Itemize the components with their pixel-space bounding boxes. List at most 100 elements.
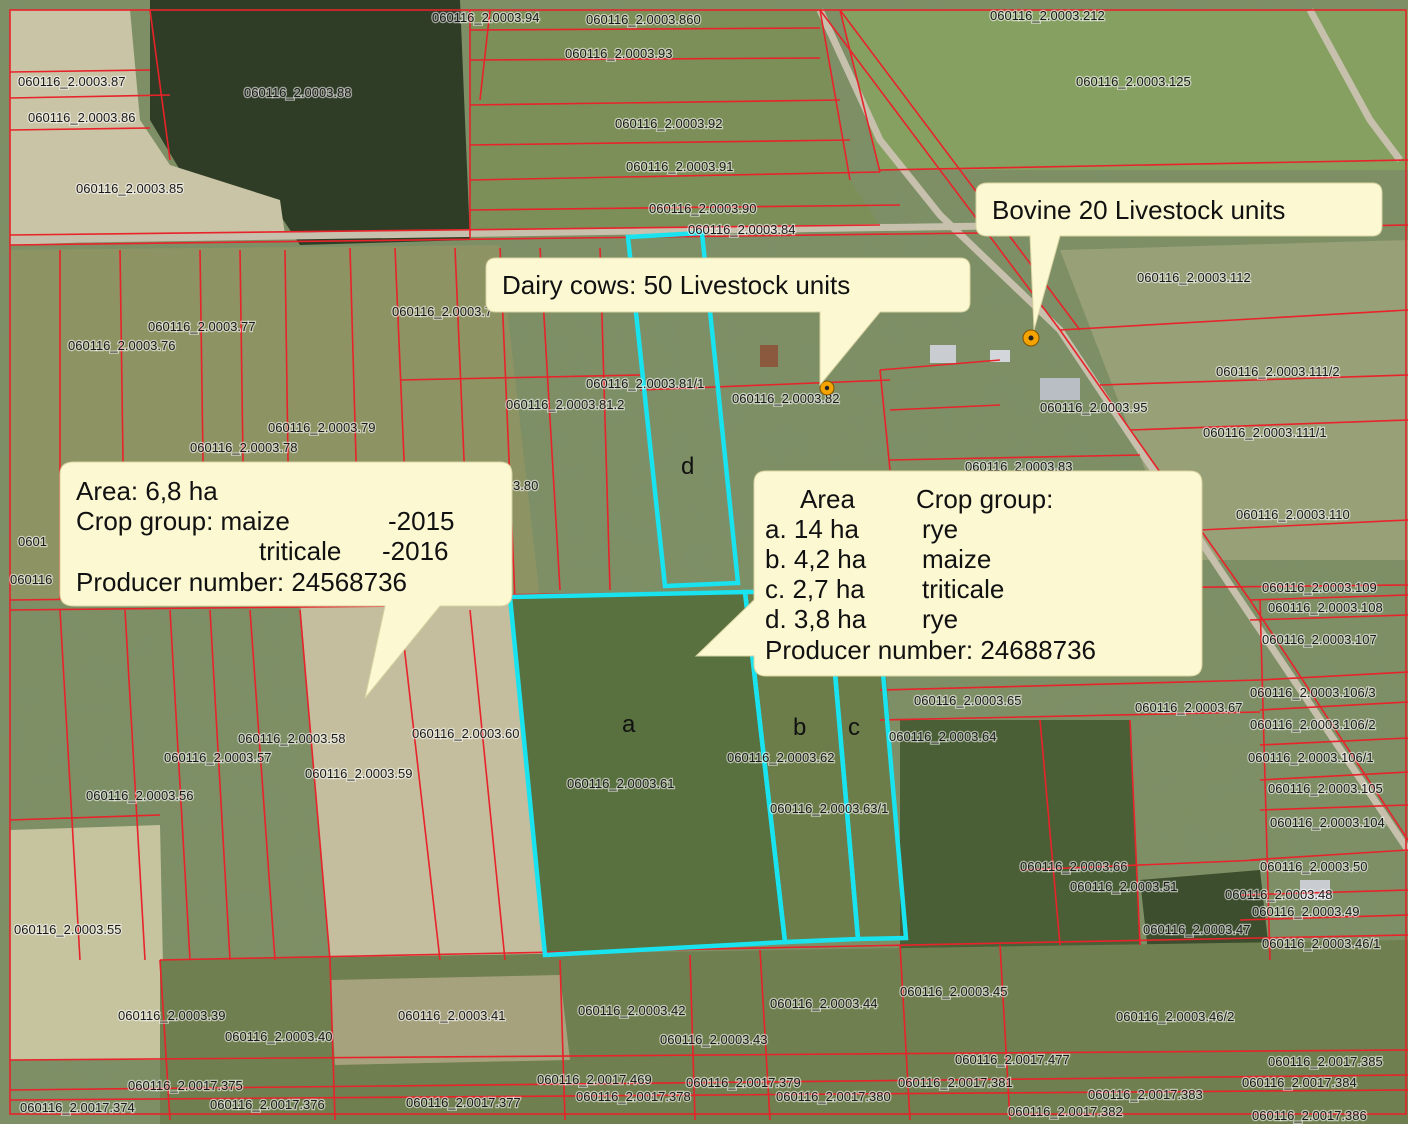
dairy-marker-icon[interactable] <box>819 380 835 396</box>
parcel-label: 060116_2.0017.381 <box>898 1075 1013 1090</box>
right-producer-number: Producer number: 24688736 <box>765 635 1096 665</box>
right-row-d-area: d. 3,8 ha <box>765 604 867 634</box>
parcel-label: 060116_2.0003.107 <box>1262 632 1377 647</box>
parcel-label: 060116_2.0003.106/3 <box>1250 685 1376 700</box>
parcel-label: 060116_2.0003.76 <box>68 338 175 353</box>
parcel-label: 060116_2.0003.41 <box>398 1008 505 1023</box>
field-letters: a b c d <box>622 453 860 741</box>
parcel-label: 060116_2.0003.86 <box>28 110 135 125</box>
parcel-label: 060116_2.0003.95 <box>1040 400 1147 415</box>
parcel-label: 060116_2.0003.111/1 <box>1203 425 1327 440</box>
right-row-c-area: c. 2,7 ha <box>765 574 865 604</box>
right-header-crop: Crop group: <box>916 484 1053 514</box>
parcel-label: 060116_2.0003.56 <box>86 788 193 803</box>
left-producer-number: Producer number: 24568736 <box>76 567 407 597</box>
parcel-label: 060116_2.0017.375 <box>128 1078 243 1093</box>
parcel-label: 060116_2.0003.55 <box>14 922 121 937</box>
parcel-label: 060116_2.0003.42 <box>578 1003 685 1018</box>
parcel-label: 060116_2.0017.386 <box>1252 1108 1367 1123</box>
parcel-label: 060116_2.0003.85 <box>76 181 183 196</box>
parcel-label: 060116_2.0003.106/1 <box>1248 750 1374 765</box>
parcel-label-partial: 060116 <box>10 572 52 587</box>
left-crop-triticale: triticale <box>259 536 341 566</box>
parcel-label: 060116_2.0003.108 <box>1268 600 1383 615</box>
parcel-label: 060116_2.0003.44 <box>770 996 877 1011</box>
right-row-b-crop: maize <box>922 544 991 574</box>
parcel-label: 060116_2.0003.87 <box>18 74 125 89</box>
parcel-label: 060116_2.0003.111/2 <box>1216 364 1340 379</box>
right-row-b-area: b. 4,2 ha <box>765 544 867 574</box>
parcel-label: 060116_2.0003.62 <box>727 750 834 765</box>
callout-right-field-info: Area Crop group: a. 14 ha rye b. 4,2 ha … <box>694 470 1203 677</box>
parcel-label: 060116_2.0003.67 <box>1135 700 1242 715</box>
field-letter-c: c <box>848 714 860 741</box>
callout-bovine: Bovine 20 Livestock units <box>975 182 1383 331</box>
parcel-label: 060116_2.0003.91 <box>626 159 733 174</box>
parcel-labels: 060116_2.0003.94 060116_2.0003.860 06011… <box>9 7 1386 1124</box>
parcel-label: 060116_2.0003.51 <box>1070 879 1177 894</box>
parcel-label: 060116_2.0017.385 <box>1268 1054 1383 1069</box>
parcel-label: 060116_2.0003.93 <box>565 46 672 61</box>
parcel-label: 060116_2.0003.39 <box>118 1008 225 1023</box>
parcel-label: 060116_2.0003.40 <box>225 1029 332 1044</box>
parcel-label: 060116_2.0003.81.2 <box>506 397 624 412</box>
parcel-label: 060116_2.0003.90 <box>649 201 756 216</box>
parcel-label: 060116_2.0003.110 <box>1236 507 1350 522</box>
parcel-label: 060116_2.0017.380 <box>776 1089 891 1104</box>
parcel-label: 060116_2.0003.46/1 <box>1262 936 1380 951</box>
callout-dairy: Dairy cows: 50 Livestock units <box>485 257 971 387</box>
callout-left-field-info: Area: 6,8 ha Crop group: maize -2015 tri… <box>59 461 513 699</box>
parcel-label-partial: 3.80 <box>513 478 538 493</box>
parcel-label: 060116_2.0017.469 <box>537 1072 652 1087</box>
parcel-label: 060116_2.0003.81/1 <box>586 376 704 391</box>
parcel-label: 060116_2.0003.47 <box>1143 922 1250 937</box>
field-letter-d: d <box>681 453 694 480</box>
parcel-label: 060116_2.0003.59 <box>305 766 412 781</box>
field-letter-b: b <box>793 714 806 741</box>
parcel-label: 060116_2.0003.57 <box>164 750 271 765</box>
parcel-label: 060116_2.0003.112 <box>1137 270 1251 285</box>
parcel-label: 060116_2.0003.860 <box>586 12 701 27</box>
parcel-label: 060116_2.0003.105 <box>1268 781 1383 796</box>
parcel-label: 060116_2.0003.60 <box>412 726 519 741</box>
parcel-label: 060116_2.0003.104 <box>1270 815 1385 830</box>
parcel-label: 060116_2.0003.58 <box>238 731 345 746</box>
parcel-label: 060116_2.0003.106/2 <box>1250 717 1376 732</box>
parcel-label: 060116_2.0017.383 <box>1088 1087 1203 1102</box>
parcel-label: 060116_2.0003.92 <box>615 116 722 131</box>
right-row-c-crop: triticale <box>922 574 1004 604</box>
parcel-label: 060116_2.0003.45 <box>900 984 1007 999</box>
parcel-label: 060116_2.0003.77 <box>148 319 255 334</box>
parcel-label: 060116_2.0003.64 <box>889 729 996 744</box>
parcel-label: 060116_2.0003.79 <box>268 420 375 435</box>
parcel-label: 060116_2.0017.377 <box>406 1095 521 1110</box>
left-crop-label: Crop group: maize <box>76 506 290 536</box>
bovine-marker-icon[interactable] <box>1022 329 1040 347</box>
field-d-outline <box>625 230 741 589</box>
right-row-d-crop: rye <box>922 604 958 634</box>
livestock-markers[interactable] <box>819 329 1040 396</box>
parcel-label-partial: 0601 <box>18 534 47 549</box>
parcel-label: 060116_2.0003.66 <box>1020 859 1127 874</box>
parcel-label: 060116_2.0003.82 <box>732 391 839 406</box>
field-letter-a: a <box>622 711 636 738</box>
selected-fields[interactable] <box>507 230 909 958</box>
parcel-label: 060116_2.0003.65 <box>914 693 1021 708</box>
left-area-text: Area: 6,8 ha <box>76 476 218 506</box>
parcel-label: 060116_2.0003.212 <box>990 8 1105 23</box>
parcel-label: 060116_2.0017.477 <box>955 1052 1070 1067</box>
parcel-label: 060116_2.0003.49 <box>1252 904 1359 919</box>
parcel-label: 060116_2.0017.379 <box>686 1075 801 1090</box>
parcel-label: 060116_2.0003.43 <box>660 1032 767 1047</box>
callout-dairy-text: Dairy cows: 50 Livestock units <box>502 270 850 300</box>
callout-bovine-text: Bovine 20 Livestock units <box>992 195 1285 225</box>
parcel-label-partial: 060116_2.0003.7 <box>392 304 492 319</box>
parcel-label: 060116_2.0017.382 <box>1008 1104 1123 1119</box>
parcel-label: 060116_2.0017.376 <box>210 1097 325 1112</box>
parcel-label: 060116_2.0003.61 <box>567 776 674 791</box>
right-row-a-crop: rye <box>922 514 958 544</box>
parcel-label: 060116_2.0003.109 <box>1262 580 1377 595</box>
parcel-label: 060116_2.0003.46/2 <box>1116 1009 1234 1024</box>
parcel-label: 060116_2.0003.50 <box>1260 859 1367 874</box>
